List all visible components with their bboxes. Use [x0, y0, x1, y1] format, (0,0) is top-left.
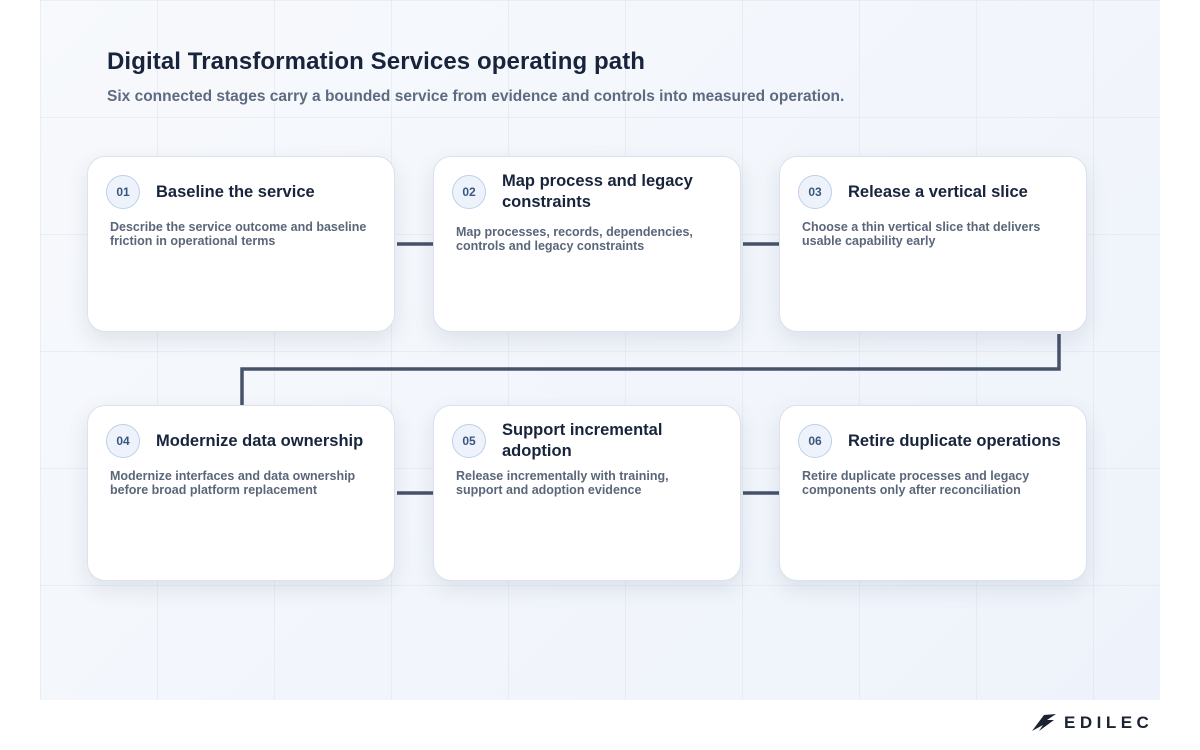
stage-title: Map process and legacy constraints: [502, 172, 693, 211]
stage-card-02: 02 Map process and legacy constraints Ma…: [433, 156, 741, 332]
swoosh-icon: [1032, 714, 1056, 731]
stage-card-06: 06 Retire duplicate operations Retire du…: [779, 405, 1087, 581]
stage-card-04: 04 Modernize data ownership Modernize in…: [87, 405, 395, 581]
stage-description: Choose a thin vertical slice that delive…: [802, 220, 1041, 248]
stage-title: Retire duplicate operations: [848, 431, 1061, 450]
connector-03-04: [240, 334, 1061, 405]
page-subtitle: Six connected stages carry a bounded ser…: [107, 88, 845, 105]
stage-description: Modernize interfaces and data ownership …: [110, 469, 356, 497]
stage-description: Map processes, records, dependencies, co…: [456, 225, 693, 253]
stage-description: Release incrementally with training, sup…: [456, 469, 669, 497]
page-title: Digital Transformation Services operatin…: [107, 48, 646, 75]
stage-description: Describe the service outcome and baselin…: [110, 220, 367, 248]
stage-number-badge: 01: [106, 175, 140, 209]
stage-number-badge: 05: [452, 424, 486, 458]
stage-card-05: 05 Support incremental adoption Release …: [433, 405, 741, 581]
stage-card-01: 01 Baseline the service Describe the ser…: [87, 156, 395, 332]
stage-number-badge: 04: [106, 424, 140, 458]
stage-number-badge: 02: [452, 175, 486, 209]
stage-number-badge: 03: [798, 175, 832, 209]
stage-number-badge: 06: [798, 424, 832, 458]
brand-logo: EDILEC: [1030, 710, 1155, 736]
stage-description: Retire duplicate processes and legacy co…: [802, 469, 1030, 497]
stage-title: Baseline the service: [156, 182, 315, 201]
stage-card-03: 03 Release a vertical slice Choose a thi…: [779, 156, 1087, 332]
stage-title: Modernize data ownership: [156, 431, 364, 450]
brand-logo-text: EDILEC: [1064, 713, 1154, 732]
stage-title: Support incremental adoption: [502, 421, 663, 460]
stage-title: Release a vertical slice: [848, 182, 1028, 201]
background-panel: [40, 0, 1160, 700]
